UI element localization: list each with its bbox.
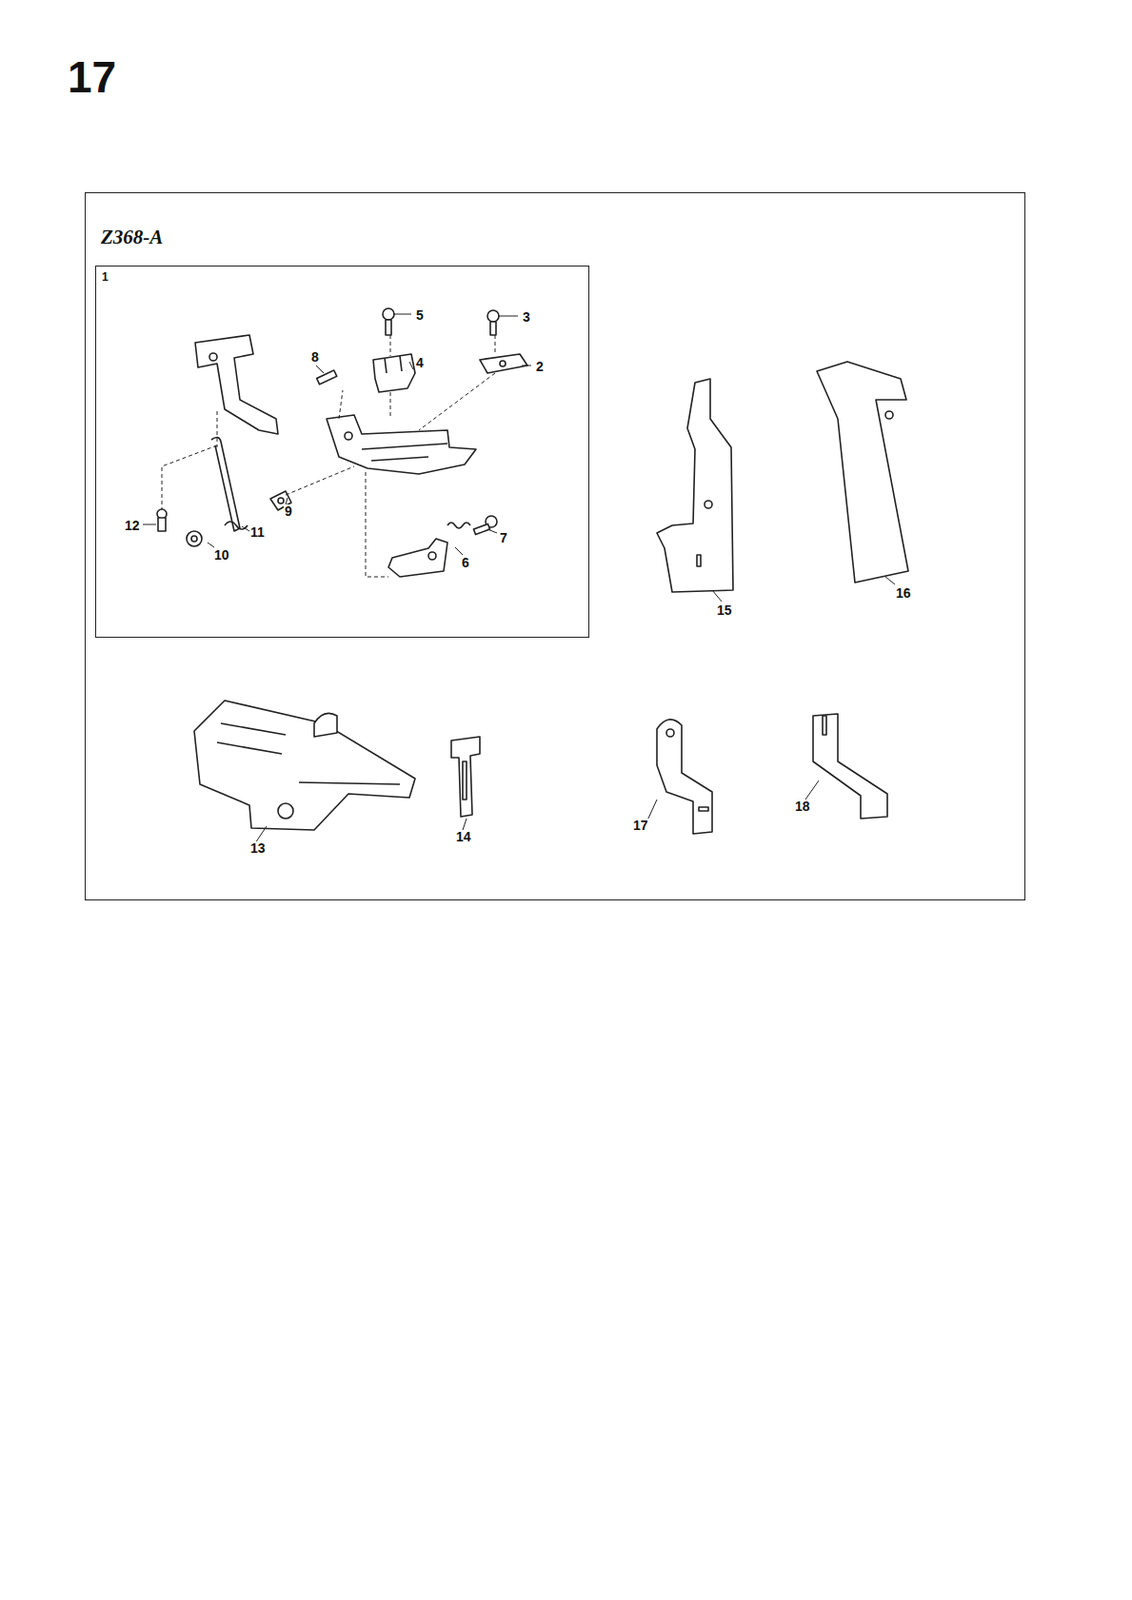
- page-number: 17: [66, 55, 118, 100]
- callout-number: 18: [794, 799, 812, 814]
- callout-number: 4: [415, 356, 425, 370]
- callout-number: 10: [213, 548, 231, 562]
- callout-number: 1: [101, 270, 109, 284]
- callout-number: 15: [715, 603, 734, 617]
- callout-number: 8: [310, 350, 320, 364]
- assembly-box: 1: [95, 265, 590, 638]
- callout-number: 5: [415, 308, 425, 322]
- callout-number: 9: [283, 504, 294, 518]
- callout-number: 3: [521, 310, 532, 324]
- callout-number: 2: [535, 359, 545, 374]
- figure-frame: Z368-A 1: [84, 192, 1026, 901]
- callout-number: 13: [249, 841, 267, 855]
- callout-number: 16: [894, 586, 913, 600]
- callout-number: 6: [460, 556, 471, 570]
- callout-number: 12: [123, 518, 141, 533]
- callout-number: 11: [249, 525, 266, 539]
- callout-number: 14: [455, 830, 473, 844]
- callout-number: 17: [632, 818, 650, 833]
- callout-number: 7: [498, 531, 509, 545]
- assembly-code: Z368-A: [100, 225, 163, 250]
